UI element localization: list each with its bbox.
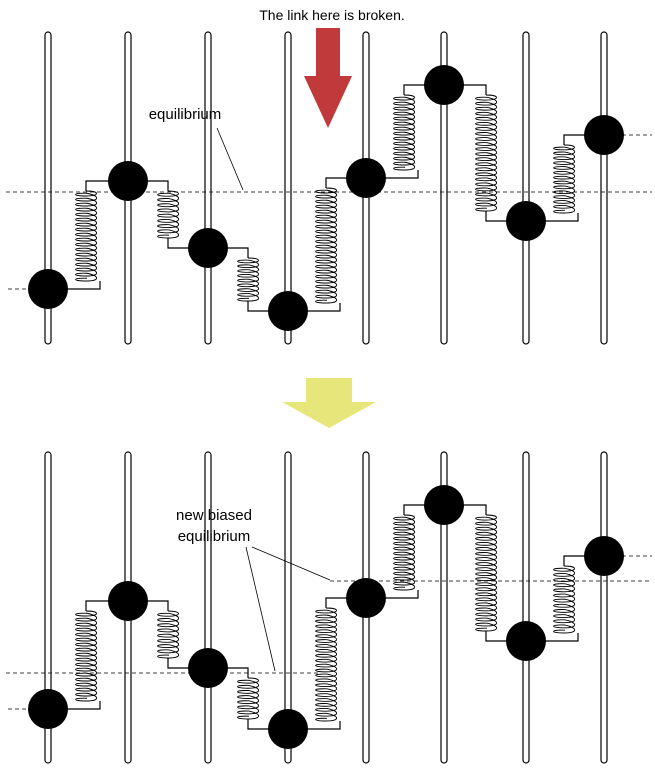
new-biased-label: new biased — [176, 507, 252, 524]
spring — [553, 144, 576, 214]
link-wire — [66, 701, 101, 710]
spring — [393, 94, 416, 171]
spring — [75, 190, 98, 282]
spring — [475, 514, 498, 632]
ball — [506, 621, 546, 661]
link-wire — [485, 631, 508, 642]
ball — [108, 581, 148, 621]
ball — [424, 485, 464, 525]
rod — [440, 31, 448, 345]
ball — [268, 291, 308, 331]
link-wire — [462, 84, 487, 95]
rod — [284, 31, 292, 345]
spring — [475, 94, 498, 212]
link-wire — [325, 597, 348, 608]
link-wire — [306, 303, 341, 312]
ball — [346, 578, 386, 618]
rod — [44, 31, 52, 345]
equilibrium-leader-line — [216, 127, 244, 191]
ball — [268, 709, 308, 749]
spring — [157, 610, 180, 659]
equilibrium-label-bottom: equilibrium — [178, 528, 251, 545]
link-wire — [563, 134, 586, 145]
link-wire — [247, 301, 270, 312]
ball — [506, 201, 546, 241]
rod — [522, 451, 530, 764]
link-wire — [306, 721, 341, 730]
new-equilibrium-leader-left — [245, 546, 276, 672]
spring — [553, 565, 576, 634]
link-wire — [403, 84, 426, 95]
link-wire — [462, 504, 487, 515]
link-wire — [403, 504, 426, 515]
spring — [237, 257, 260, 302]
ball — [346, 158, 386, 198]
ball — [424, 65, 464, 105]
link-wire — [167, 658, 190, 669]
ball — [584, 536, 624, 576]
rod — [522, 31, 530, 345]
ball — [584, 115, 624, 155]
broken-link-arrow-icon — [304, 28, 352, 128]
top-panel — [6, 31, 652, 345]
spring — [237, 677, 260, 720]
link-wire — [384, 590, 419, 599]
link-wire — [167, 238, 190, 249]
ball — [108, 161, 148, 201]
link-wire — [544, 633, 579, 642]
rod — [44, 451, 52, 764]
link-wire — [226, 667, 249, 678]
link-wire — [325, 177, 348, 188]
spring — [157, 190, 180, 239]
bottom-panel — [6, 451, 652, 764]
link-wire — [66, 281, 101, 290]
rod — [204, 31, 212, 345]
transition-arrow-icon — [282, 378, 376, 428]
link-wire — [146, 600, 169, 611]
rod — [284, 451, 292, 764]
link-wire — [226, 247, 249, 258]
link-wire — [146, 180, 169, 191]
link-wire — [544, 213, 579, 222]
rod — [600, 31, 608, 345]
spring — [75, 610, 98, 702]
ball — [28, 269, 68, 309]
link-wire — [384, 170, 419, 179]
link-wire — [247, 719, 270, 730]
rod — [204, 451, 212, 764]
ball — [188, 228, 228, 268]
new-equilibrium-leader-right — [251, 546, 331, 581]
rod — [600, 451, 608, 764]
link-wire — [85, 600, 110, 611]
rod — [440, 451, 448, 764]
equilibrium-label: equilibrium — [149, 106, 222, 123]
link-wire — [563, 555, 586, 566]
spring — [315, 607, 338, 722]
ball — [28, 689, 68, 729]
broken-link-label: The link here is broken. — [259, 7, 405, 23]
ball — [188, 648, 228, 688]
link-wire — [85, 180, 110, 191]
spring — [393, 514, 416, 591]
link-wire — [485, 211, 508, 222]
spring — [315, 187, 338, 304]
